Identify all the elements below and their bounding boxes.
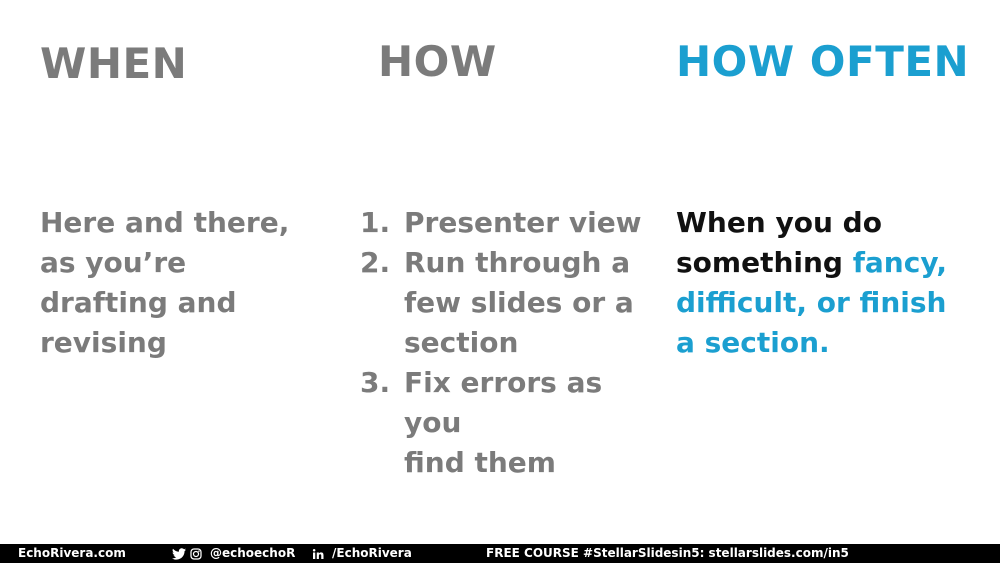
how-step-3: 3. Fix errors as you find them [360,363,660,483]
linkedin-icon [312,548,324,560]
how-often-column: When you do something fancy, difficult, … [676,203,976,363]
step-line: section [404,326,519,359]
when-line: as you’re [40,246,187,279]
footer-linkedin[interactable]: /EchoRivera [312,544,412,563]
footer-linkedin-handle: /EchoRivera [332,546,412,560]
footer-bar: EchoRivera.com @echoechoR /EchoRivera FR… [0,544,1000,563]
how-often-line-1: When you do [676,206,882,239]
how-often-line-4: a section. [676,326,830,359]
footer-course-link[interactable]: FREE COURSE #StellarSlidesin5: stellarsl… [486,546,849,560]
instagram-icon [190,547,202,560]
how-often-line-2: something fancy, [676,243,976,283]
footer-social-handle: @echoechoR [210,546,296,560]
step-number: 3. [360,366,391,399]
step-line: Presenter view [404,206,642,239]
step-line: Run through a [404,246,631,279]
footer-social[interactable]: @echoechoR [172,544,295,563]
how-often-accent: fancy, [852,246,948,279]
step-line: find them [404,446,556,479]
step-line: few slides or a [404,286,634,319]
when-line: revising [40,326,167,359]
how-often-line-3: difficult, or finish [676,286,947,319]
when-line: Here and there, [40,206,290,239]
how-often-plain: something [676,246,853,279]
step-number: 2. [360,246,391,279]
when-line: drafting and [40,286,237,319]
how-step-2: 2. Run through a few slides or a section [360,243,660,363]
heading-how-often: HOW OFTEN [676,37,970,86]
how-step-1: 1. Presenter view [360,203,660,243]
how-column: 1. Presenter view 2. Run through a few s… [360,203,660,483]
footer-site-link[interactable]: EchoRivera.com [18,546,126,560]
twitter-icon [172,547,186,560]
when-column: Here and there, as you’re drafting and r… [40,203,340,363]
heading-how: HOW [378,37,497,86]
how-steps-list: 1. Presenter view 2. Run through a few s… [360,203,660,483]
heading-when: WHEN [40,39,188,88]
step-number: 1. [360,206,391,239]
step-line: Fix errors as you [404,366,603,439]
